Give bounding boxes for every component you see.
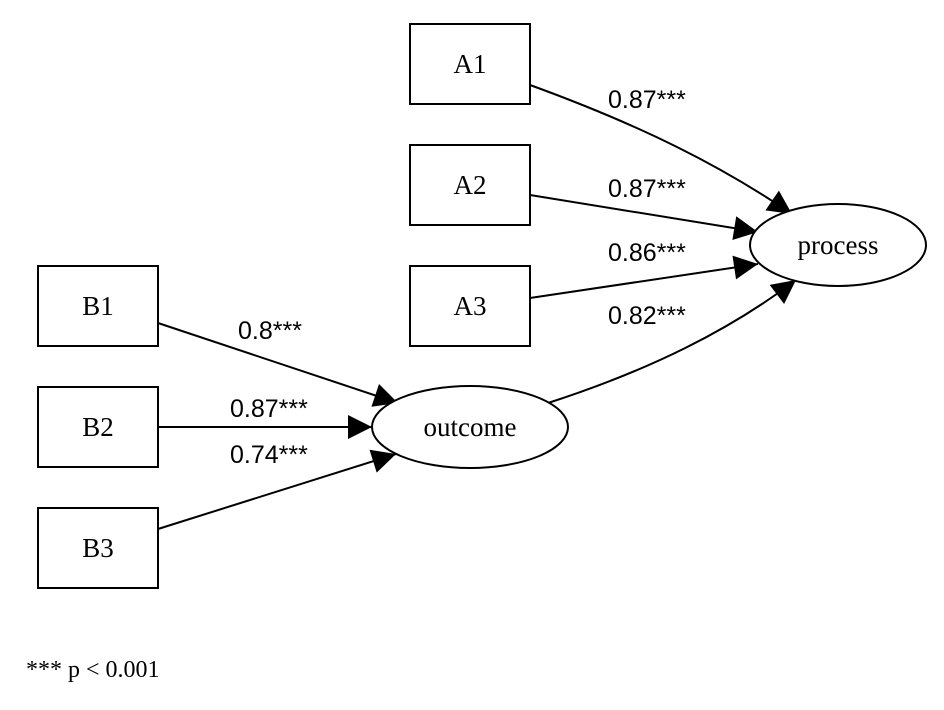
node-b1: B1 (37, 265, 159, 347)
node-a1: A1 (409, 23, 531, 105)
node-process: process (749, 203, 927, 287)
edge-a2-process (529, 194, 759, 241)
node-a2-label: A2 (454, 170, 487, 200)
edge-label-a2-process: 0.87*** (608, 175, 686, 203)
node-outcome: outcome (371, 385, 569, 469)
edge-outcome-process (547, 279, 797, 404)
node-a3: A3 (409, 265, 531, 347)
edge-label-outcome-process: 0.82*** (608, 302, 686, 330)
node-a1-label: A1 (454, 49, 487, 79)
node-b3: B3 (37, 507, 159, 589)
edge-label-a1-process: 0.87*** (608, 86, 686, 114)
node-b1-label: B1 (82, 291, 114, 321)
edge-label-b2-outcome: 0.87*** (230, 395, 308, 423)
edge-label-b3-outcome: 0.74*** (230, 441, 308, 469)
node-a2: A2 (409, 144, 531, 226)
edge-label-b1-outcome: 0.8*** (238, 317, 302, 345)
node-process-label: process (798, 230, 879, 260)
node-a3-label: A3 (454, 291, 487, 321)
edge-a3-process (529, 255, 759, 299)
node-b3-label: B3 (82, 533, 114, 563)
edge-a1-process (529, 84, 793, 215)
node-outcome-label: outcome (424, 412, 517, 442)
edge-label-a3-process: 0.86*** (608, 239, 686, 267)
edge-b1-outcome (157, 322, 399, 407)
significance-footnote: *** p < 0.001 (26, 657, 160, 683)
edge-b3-outcome (157, 449, 397, 530)
node-b2-label: B2 (82, 412, 114, 442)
node-b2: B2 (37, 386, 159, 468)
